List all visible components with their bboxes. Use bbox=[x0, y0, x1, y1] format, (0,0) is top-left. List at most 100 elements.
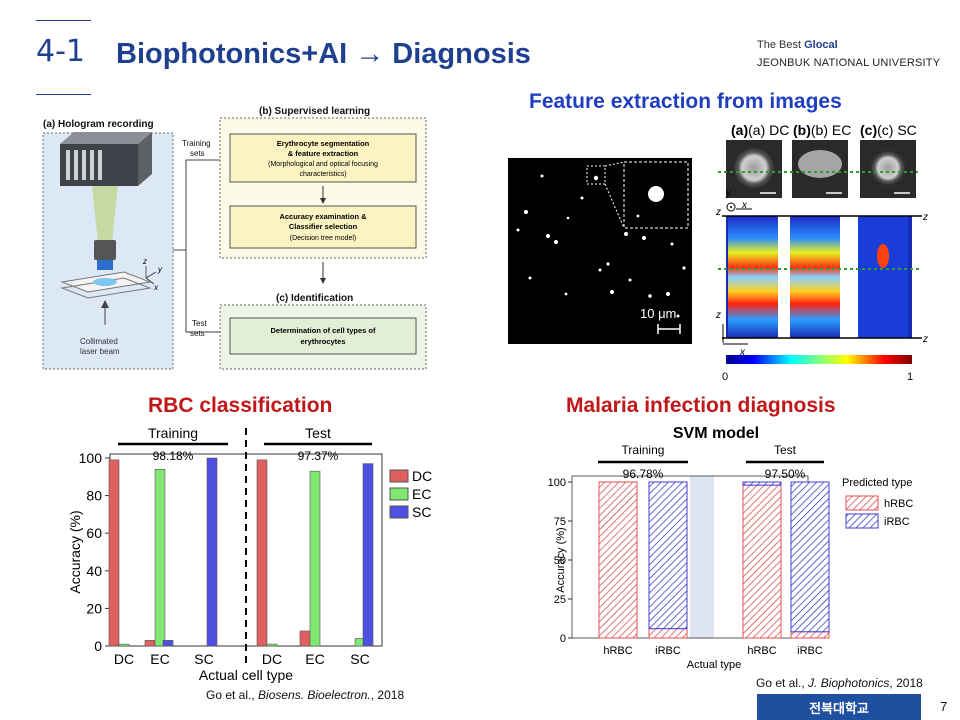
panel-label-dc: (a)(a) DC bbox=[731, 122, 789, 138]
training-sets-label-1: Training bbox=[182, 139, 211, 148]
supervised-learning-label: (b) Supervised learning bbox=[259, 106, 370, 117]
group-accuracy: 98.18% bbox=[153, 449, 194, 463]
group-accuracy: 97.50% bbox=[765, 467, 806, 481]
camera-side bbox=[138, 132, 152, 186]
x-tick-label: SC bbox=[194, 651, 213, 667]
university-name: JEONBUK NATIONAL UNIVERSITY bbox=[757, 57, 941, 69]
rbc-citation-year: , 2018 bbox=[370, 688, 405, 702]
x-tick-label: SC bbox=[350, 651, 369, 667]
x-tick-label: DC bbox=[262, 651, 282, 667]
rbc-citation-prefix: Go et al., bbox=[206, 688, 259, 702]
malaria-citation-prefix: Go et al., bbox=[756, 676, 809, 690]
x-tick-label: DC bbox=[114, 651, 134, 667]
rbc-citation: Go et al., Biosens. Bioelectron., 2018 bbox=[206, 688, 404, 702]
legend-label-irbc: iRBC bbox=[884, 516, 910, 528]
y-tick-label: 0 bbox=[94, 638, 102, 654]
bar-irbc bbox=[742, 481, 782, 486]
y-tick-label: 100 bbox=[548, 477, 566, 489]
group-label: Training bbox=[148, 425, 198, 441]
bar-hrbc bbox=[598, 481, 638, 639]
bar-irbc bbox=[790, 481, 830, 633]
group-gap-shade bbox=[690, 476, 714, 638]
legend-label-sc: SC bbox=[412, 504, 431, 520]
bar-sc bbox=[206, 457, 218, 647]
colorbar bbox=[726, 355, 912, 364]
axes-icon bbox=[145, 266, 157, 285]
axis-x-bottom-label: x bbox=[739, 347, 746, 358]
intensity-map-dc bbox=[728, 216, 778, 338]
zoomed-cell bbox=[648, 186, 664, 202]
test-sets-label-2: sets bbox=[190, 329, 205, 338]
training-connector bbox=[173, 159, 220, 251]
laser-label-line1: Collimated bbox=[80, 337, 118, 346]
legend-label-ec: EC bbox=[412, 486, 431, 502]
box2-line1: Accuracy examination & bbox=[279, 212, 367, 221]
scale-bar bbox=[657, 324, 681, 334]
colorbar-min: 0 bbox=[722, 371, 728, 383]
y-tick-label: 100 bbox=[79, 450, 103, 466]
header-rule-bottom bbox=[36, 94, 91, 95]
section-number: 4-1 bbox=[36, 34, 85, 69]
y-tick-label: 50 bbox=[554, 555, 566, 567]
objective-tip bbox=[97, 260, 113, 270]
axis-z-left-label: z bbox=[715, 207, 721, 218]
x-tick-label: EC bbox=[305, 651, 324, 667]
group-label: Test bbox=[774, 443, 797, 457]
legend-title: Predicted type bbox=[842, 477, 912, 489]
axis-z-right-bottom: z bbox=[922, 334, 928, 345]
bar-sc bbox=[362, 463, 374, 647]
bar-dc bbox=[144, 640, 156, 647]
box1-line4: characteristics) bbox=[299, 171, 346, 178]
malaria-heading: Malaria infection diagnosis bbox=[566, 394, 836, 417]
y-tick-label: 25 bbox=[554, 594, 566, 606]
arrowhead-b1 bbox=[320, 198, 326, 204]
x-axis-label: Actual type bbox=[687, 659, 741, 671]
y-tick-label: 40 bbox=[86, 563, 102, 579]
y-axis-out-dot bbox=[730, 206, 732, 208]
panel-label-ec: (b)(b) EC bbox=[793, 122, 851, 138]
y-axis-label: Accuracy (%) bbox=[67, 510, 83, 593]
zoom-inset bbox=[623, 161, 689, 229]
bar-hrbc bbox=[742, 484, 782, 639]
bar-dc bbox=[299, 630, 311, 647]
test-sets-label-1: Test bbox=[192, 319, 207, 328]
box3-line2: erythrocytes bbox=[300, 337, 345, 346]
bar-sc bbox=[162, 640, 174, 647]
malaria-citation-journal: J. Biophotonics bbox=[808, 676, 890, 690]
legend-swatch-irbc bbox=[845, 513, 879, 529]
training-sets-label-2: sets bbox=[190, 149, 205, 158]
axis-z-label: z bbox=[142, 257, 147, 266]
sample-drop bbox=[93, 278, 117, 286]
legend-label-dc: DC bbox=[412, 468, 432, 484]
axis-y-label: y bbox=[157, 265, 163, 274]
y-tick-label: 60 bbox=[86, 525, 102, 541]
axis-y-top-label: y bbox=[725, 188, 732, 199]
university-badge: 전북대학교 bbox=[757, 694, 921, 720]
identification-label: (c) Identification bbox=[276, 293, 353, 304]
x-axis-label: Actual cell type bbox=[199, 667, 293, 683]
university-tagline: The Best Glocal bbox=[757, 39, 838, 51]
ec-cell bbox=[798, 150, 842, 178]
bar-ec bbox=[309, 470, 321, 647]
hologram-recording-label: (a) Hologram recording bbox=[43, 119, 154, 130]
group-label: Test bbox=[305, 425, 331, 441]
tagline-prefix: The Best bbox=[757, 39, 805, 51]
cell-dots bbox=[516, 174, 686, 318]
rbc-citation-journal: Biosens. Bioelectron. bbox=[258, 688, 371, 702]
group-label: Training bbox=[622, 443, 665, 457]
laser-arrowhead bbox=[101, 300, 109, 308]
box3-line1: Determination of cell types of bbox=[270, 326, 376, 335]
bar-ec bbox=[266, 643, 278, 647]
laser-label-line2: laser beam bbox=[80, 347, 120, 356]
y-tick-label: 0 bbox=[560, 633, 566, 645]
y-tick-label: 20 bbox=[86, 600, 102, 616]
camera-top bbox=[60, 132, 152, 144]
x-tick-label: iRBC bbox=[655, 645, 681, 657]
axis-x-label: x bbox=[153, 283, 159, 292]
y-tick-label: 75 bbox=[554, 516, 566, 528]
workflow-diagram: (a) Hologram recording z y x Collimated … bbox=[42, 106, 427, 370]
scale-bar-label: 10 μm bbox=[640, 306, 676, 321]
rbc-classification-heading: RBC classification bbox=[148, 394, 333, 417]
group-accuracy: 97.37% bbox=[298, 449, 339, 463]
